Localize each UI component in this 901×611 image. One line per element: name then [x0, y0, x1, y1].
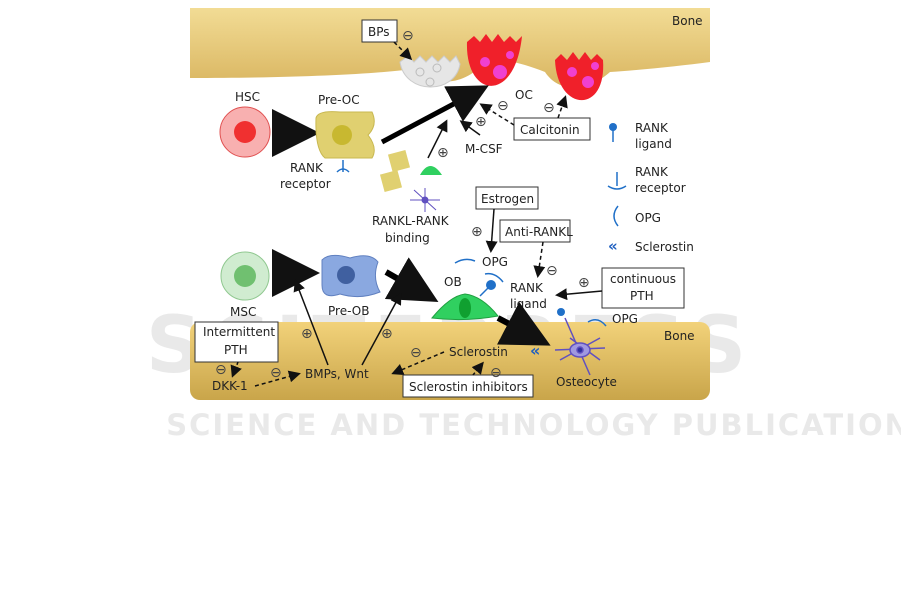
osteocyte-cell	[554, 317, 606, 376]
opg-label: OPG	[482, 255, 508, 269]
continuous-pth-label: continuous	[610, 272, 676, 286]
rank-ligand-label: RANK	[510, 281, 544, 295]
continuous-pth-label: PTH	[630, 289, 654, 303]
continuous-pth-box	[601, 267, 685, 309]
calcitonin-box	[513, 117, 591, 141]
osteocyte-small	[410, 188, 440, 212]
hsc-label: HSC	[235, 90, 260, 104]
osteoclast	[466, 34, 522, 86]
rank-receptor-icon	[336, 160, 350, 173]
stimulate-sign: ⊕	[475, 114, 487, 130]
opg-label: OPG	[612, 312, 638, 326]
msc-label: MSC	[230, 305, 256, 319]
sclerostin-label: Sclerostin	[449, 345, 508, 359]
stimulate-sign: ⊕	[471, 224, 483, 240]
intermittent-pth-label: Intermittent	[203, 325, 275, 339]
opg-icon	[454, 258, 476, 264]
bone-top-label: Bone	[672, 14, 703, 28]
opg-icon	[484, 272, 504, 283]
stimulate-sign: ⊕	[437, 145, 449, 161]
watermark-subtitle: SCIENCE AND TECHNOLOGY PUBLICATIONS	[166, 408, 901, 442]
rank-receptor-label: receptor	[280, 177, 331, 191]
sclerostin-inhibitors-box	[402, 374, 534, 398]
estrogen-box	[475, 186, 539, 210]
pre-ob-label: Pre-OB	[328, 304, 369, 318]
m-csf-label: M-CSF	[465, 142, 503, 156]
stimulate-sign: ⊕	[301, 326, 313, 342]
intermittent-pth-box	[194, 321, 279, 363]
legend-label: Sclerostin	[635, 240, 694, 254]
sclerostin-icon: «	[530, 341, 540, 360]
bps-label: BPs	[368, 25, 390, 39]
intermittent-pth-label: PTH	[224, 343, 248, 357]
opg-icon	[613, 205, 619, 227]
legend-label: OPG	[635, 211, 661, 225]
inhibit-sign: ⊖	[490, 365, 502, 381]
inhibit-sign: ⊖	[215, 362, 227, 378]
inhibit-sign: ⊖	[402, 28, 414, 44]
osteoclast	[555, 52, 604, 101]
legend-label: RANK	[635, 165, 669, 179]
inhibit-sign: ⊖	[546, 263, 558, 279]
osteoblast-small	[420, 166, 442, 175]
opg-icon	[587, 319, 607, 327]
bone-bottom	[190, 322, 710, 400]
legend: RANK ligand RANK receptor OPG « Sclerostin	[607, 121, 694, 255]
stimulate-sign: ⊕	[578, 275, 590, 291]
rank-receptor-icon	[607, 172, 627, 190]
inhibit-sign: ⊖	[270, 365, 282, 381]
sclerostin-inhibitors-label: Sclerostin inhibitors	[409, 380, 528, 394]
rank-ligand-icon	[486, 280, 496, 290]
legend-label: RANK	[635, 121, 669, 135]
inactive-osteoclast	[399, 55, 461, 88]
estrogen-label: Estrogen	[481, 192, 534, 206]
stimulate-sign: ⊕	[381, 326, 393, 342]
pre-oc-label: Pre-OC	[318, 93, 360, 107]
inhibit-sign: ⊖	[543, 100, 555, 116]
inhibit-sign: ⊖	[497, 98, 509, 114]
osteocyte-label: Osteocyte	[556, 375, 617, 389]
ob-label: OB	[444, 275, 462, 289]
anti-rankl-label: Anti-RANKL	[505, 225, 573, 239]
rank-ligand-icon	[557, 308, 565, 316]
rankl-rank-label: RANKL-RANK	[372, 214, 450, 228]
sclerostin-icon: «	[608, 237, 618, 255]
dkk1-label: DKK-1	[212, 379, 248, 393]
rank-ligand-label: ligand	[510, 297, 547, 311]
legend-label: receptor	[635, 181, 686, 195]
bone-bottom-label: Bone	[664, 329, 695, 343]
inhibit-sign: ⊖	[410, 345, 422, 361]
calcitonin-label: Calcitonin	[520, 123, 580, 137]
legend-label: ligand	[635, 137, 672, 151]
rankl-rank-label: binding	[385, 231, 430, 245]
anti-rankl-box	[499, 219, 571, 243]
rank-receptor-label: RANK	[290, 161, 324, 175]
bps-box	[361, 19, 398, 43]
oc-label: OC	[515, 88, 533, 102]
bmps-wnt-label: BMPs, Wnt	[305, 367, 369, 381]
